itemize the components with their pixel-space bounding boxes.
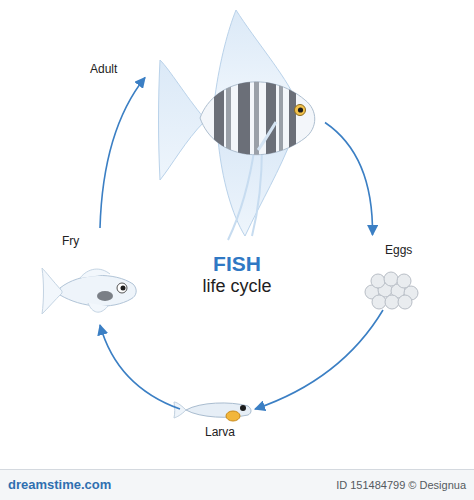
larva-fish bbox=[174, 402, 251, 421]
stage-node: Larva bbox=[180, 395, 255, 442]
cycle-arrow bbox=[100, 325, 180, 409]
stage-label: Adult bbox=[90, 62, 117, 76]
stage-label: Larva bbox=[205, 425, 235, 439]
stage-label: Eggs bbox=[385, 243, 412, 257]
stage-node: Fry bbox=[40, 228, 140, 325]
diagram-subtitle: life cycle bbox=[0, 276, 474, 297]
watermark-text: ID 151484799 © Designua bbox=[336, 479, 466, 491]
stage-node: Adult bbox=[145, 10, 325, 235]
fry-fish bbox=[42, 268, 136, 314]
watermark-text: dreamstime.com bbox=[8, 477, 111, 492]
adult-fish bbox=[159, 10, 315, 240]
cycle-arrow bbox=[325, 123, 373, 236]
footer-band bbox=[0, 470, 474, 500]
cycle-arrow bbox=[100, 78, 145, 229]
cycle-arrow bbox=[255, 310, 383, 409]
stage-node: Eggs bbox=[355, 235, 425, 310]
egg-cluster bbox=[365, 272, 418, 309]
footer-rule bbox=[0, 469, 474, 470]
diagram-title: FISH bbox=[0, 252, 474, 276]
stage-label: Fry bbox=[62, 234, 79, 248]
